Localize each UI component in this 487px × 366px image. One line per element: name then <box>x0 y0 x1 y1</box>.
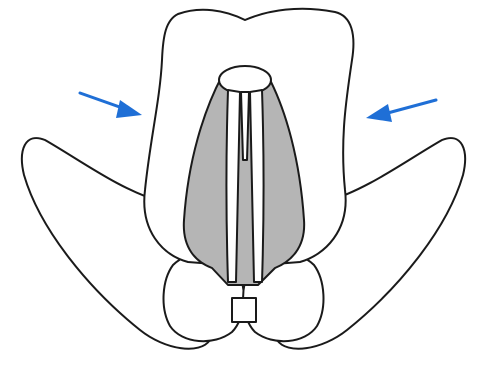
left-arrow-icon <box>80 93 142 118</box>
top-opening <box>219 66 271 94</box>
center-connector <box>232 298 256 322</box>
center-stem <box>241 92 249 160</box>
right-arrow-icon <box>366 100 436 122</box>
